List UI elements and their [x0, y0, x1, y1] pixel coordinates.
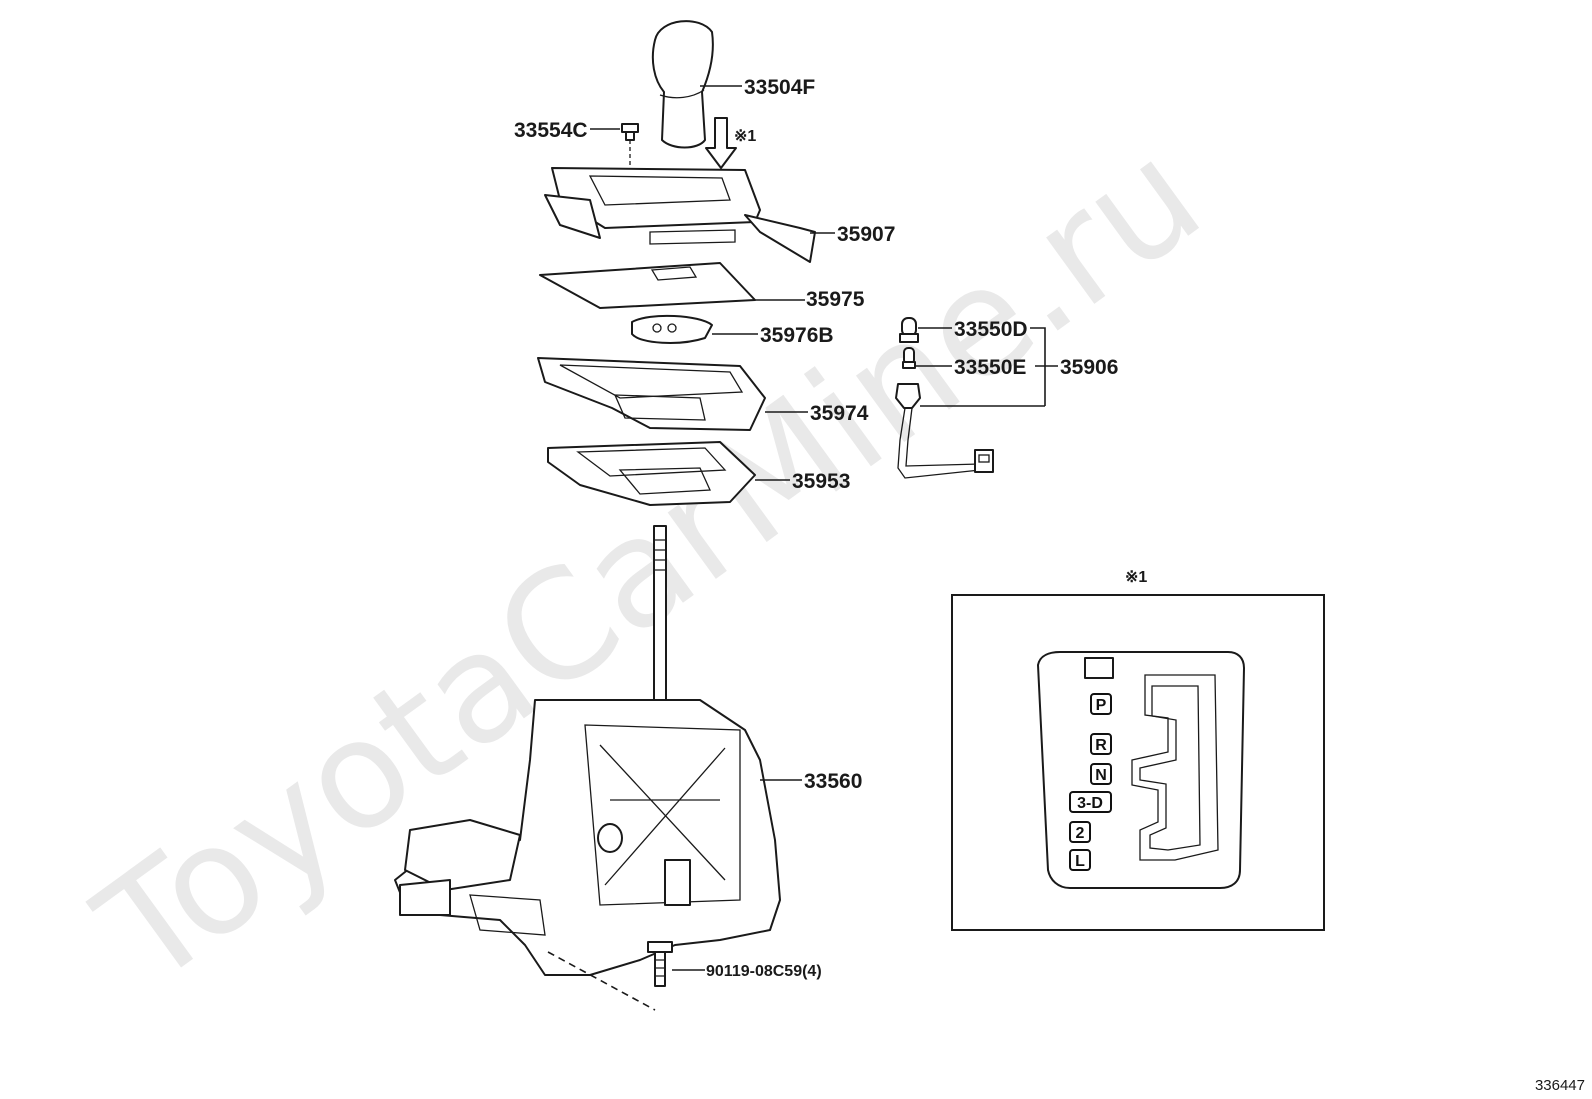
part-label-housing-cover: 35907	[837, 223, 895, 246]
shift-gate-inner	[1139, 685, 1201, 851]
clip	[621, 123, 639, 205]
gate-position-r: R	[1090, 733, 1112, 755]
part-label-slide-plate: 35976B	[760, 324, 834, 347]
indicator-blank	[1084, 657, 1114, 679]
part-label-wire-assy: 35906	[1060, 356, 1118, 379]
gate-position-l: L	[1069, 849, 1091, 871]
part-label-bulb-e: 33550E	[954, 356, 1026, 379]
part-label-bolt: 90119-08C59(4)	[706, 963, 822, 980]
bulb-e	[902, 347, 916, 369]
part-label-shift-lever: 33560	[804, 770, 862, 793]
part-label-retainer: 35953	[792, 470, 850, 493]
bulb-d	[899, 317, 919, 343]
dust-cover	[539, 262, 756, 309]
indicator-panel	[1037, 651, 1245, 889]
part-label-knob: 33504F	[744, 76, 815, 99]
slide-plate	[631, 314, 713, 344]
bolt	[647, 941, 673, 987]
view-arrow	[705, 117, 737, 169]
svg-text:3-D: 3-D	[1077, 795, 1103, 812]
svg-text:R: R	[1095, 737, 1107, 754]
arrow-note: ※1	[734, 128, 756, 145]
shift-lever-assembly	[394, 525, 781, 976]
gate-position-3d: 3-D	[1069, 791, 1112, 813]
retainer	[547, 441, 756, 506]
svg-text:N: N	[1095, 767, 1107, 784]
bracket-wire-assy	[1030, 327, 1046, 406]
svg-text:L: L	[1075, 853, 1085, 870]
shift-gate-outer	[1131, 674, 1219, 861]
sheet-id: 336447	[1535, 1077, 1585, 1094]
part-label-clip: 33554C	[514, 119, 588, 142]
bulb-socket-wire	[895, 383, 994, 479]
svg-text:2: 2	[1076, 825, 1085, 842]
part-label-bulb-d: 33550D	[954, 318, 1028, 341]
part-label-dust-cover: 35975	[806, 288, 865, 311]
gate-position-n: N	[1090, 763, 1112, 785]
part-label-indicator-base: 35974	[810, 402, 869, 425]
bolt-dashed-line	[547, 951, 656, 1011]
gate-position-2: 2	[1069, 821, 1091, 843]
inset-title: ※1	[1125, 569, 1147, 586]
housing-cover	[544, 167, 816, 263]
shift-knob	[651, 20, 714, 149]
svg-text:P: P	[1096, 697, 1107, 714]
indicator-base	[537, 357, 766, 431]
gate-position-p: P	[1090, 693, 1112, 715]
